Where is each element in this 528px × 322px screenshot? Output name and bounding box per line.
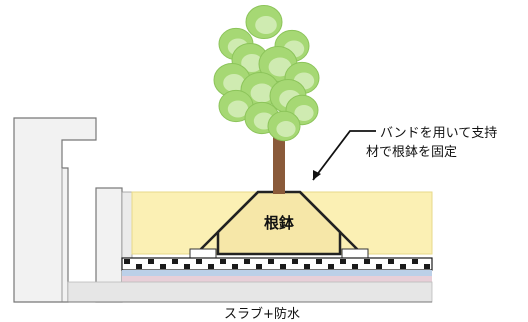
foliage-highlight xyxy=(268,57,292,77)
drainage-block xyxy=(340,259,346,264)
drainage-block xyxy=(136,264,142,269)
slab xyxy=(67,281,433,303)
foliage-highlight xyxy=(255,16,277,34)
rootball-label: 根鉢 xyxy=(264,214,294,232)
foliage-highlight xyxy=(223,74,245,92)
drainage-block xyxy=(172,259,178,264)
drainage-block xyxy=(328,264,334,269)
drainage-block xyxy=(160,264,166,269)
parapet-wall xyxy=(13,117,97,303)
waterproof-layer-pink xyxy=(122,276,432,282)
drainage-block xyxy=(292,259,298,264)
foliage-highlight xyxy=(294,105,314,121)
foliage-highlight xyxy=(276,121,296,137)
drainage-block xyxy=(352,264,358,269)
drainage-block xyxy=(280,264,286,269)
foliage-highlight xyxy=(227,100,249,118)
foliage-highlight xyxy=(250,83,274,103)
drainage-block xyxy=(196,259,202,264)
drainage-block xyxy=(424,264,430,269)
foliage-highlight xyxy=(241,54,263,72)
drainage-block xyxy=(256,264,262,269)
root-ball: 根鉢 xyxy=(199,190,359,256)
drainage-block xyxy=(376,264,382,269)
drainage-block xyxy=(400,264,406,269)
drainage-block xyxy=(388,259,394,264)
drainage-block xyxy=(316,259,322,264)
tree-foliage xyxy=(213,4,320,142)
drainage-block xyxy=(124,259,130,264)
drainage-block xyxy=(268,259,274,264)
drainage-block xyxy=(184,264,190,269)
waterproof-layer-blue xyxy=(122,270,432,276)
callout-label-line2: 材で根鉢を固定 xyxy=(366,145,457,160)
drainage-block xyxy=(220,259,226,264)
drainage-block xyxy=(304,264,310,269)
callout-leader xyxy=(312,130,376,181)
base-label: スラブ+防水 xyxy=(224,306,300,322)
drainage-block xyxy=(148,259,154,264)
drainage-block xyxy=(412,259,418,264)
drainage-block xyxy=(232,264,238,269)
callout-label-line1: バンドを用いて支持 xyxy=(380,126,497,141)
drainage-layer xyxy=(121,257,433,271)
drainage-block xyxy=(244,259,250,264)
drainage-block xyxy=(364,259,370,264)
drainage-block xyxy=(208,264,214,269)
